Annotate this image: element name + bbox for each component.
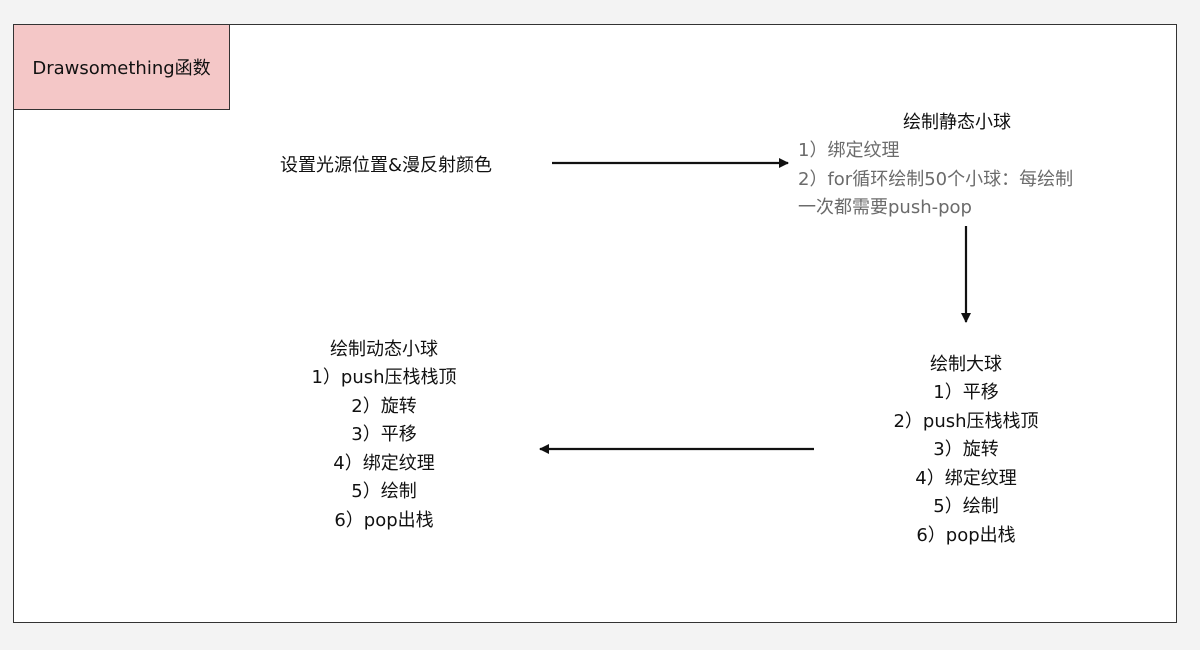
diagram-frame xyxy=(13,24,1177,623)
big-ball-heading: 绘制大球 xyxy=(930,354,1002,375)
dynamic-step: 6）pop出栈 xyxy=(334,509,434,531)
static-balls-heading: 绘制静态小球 xyxy=(903,112,1011,133)
static-step: 2）for循环绘制50个小球：每绘制 xyxy=(798,168,1074,190)
big-ball-step: 2）push压栈栈顶 xyxy=(893,410,1039,432)
dynamic-balls-node: 绘制动态小球 1）push压栈栈顶 2）旋转 3）平移 4）绑定纹理 5）绘制 … xyxy=(284,335,484,535)
dynamic-step: 3）平移 xyxy=(351,424,417,445)
big-ball-step: 1）平移 xyxy=(933,382,999,403)
dynamic-step: 4）绑定纹理 xyxy=(333,452,435,474)
static-step: 一次都需要push-pop xyxy=(798,197,972,218)
big-ball-step: 6）pop出栈 xyxy=(916,524,1016,546)
static-step: 1）绑定纹理 xyxy=(798,140,900,161)
big-ball-step: 5）绘制 xyxy=(933,496,999,517)
light-setup-node: 设置光源位置&漫反射颜色 xyxy=(280,155,493,176)
dynamic-step: 5）绘制 xyxy=(351,481,417,502)
dynamic-balls-heading: 绘制动态小球 xyxy=(330,339,438,360)
big-ball-node: 绘制大球 1）平移 2）push压栈栈顶 3）旋转 4）绑定纹理 5）绘制 6）… xyxy=(866,350,1066,550)
static-balls-node: 绘制静态小球 1）绑定纹理 2）for循环绘制50个小球：每绘制 一次都需要pu… xyxy=(798,108,1073,223)
dynamic-step: 1）push压栈栈顶 xyxy=(311,367,457,388)
dynamic-step: 2）旋转 xyxy=(351,395,417,417)
big-ball-step: 4）绑定纹理 xyxy=(915,467,1017,489)
function-title: Drawsomething函数 xyxy=(32,58,211,79)
function-title-box: Drawsomething函数 xyxy=(13,24,230,110)
big-ball-step: 3）旋转 xyxy=(933,439,999,460)
